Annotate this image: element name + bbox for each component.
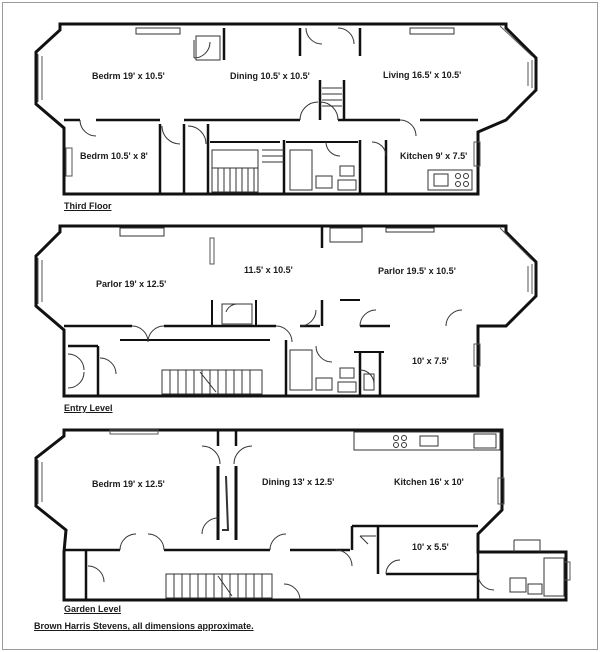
floor-title-entry: Entry Level — [64, 403, 113, 413]
room-label-garden-kitchen: Kitchen 16' x 10' — [394, 477, 464, 487]
room-label-third-living: Living 16.5' x 10.5' — [383, 70, 462, 80]
room-label-garden-small: 10' x 5.5' — [412, 542, 449, 552]
floor-title-third: Third Floor — [64, 201, 112, 211]
garden-level-plan — [34, 428, 571, 602]
room-label-third-kitchen: Kitchen 9' x 7.5' — [400, 151, 468, 161]
room-label-entry-parlor-1: Parlor 19' x 12.5' — [96, 279, 167, 289]
entry-level-plan — [34, 224, 538, 398]
room-label-garden-bedrm: Bedrm 19' x 12.5' — [92, 479, 165, 489]
credit-note: Brown Harris Stevens, all dimensions app… — [34, 621, 254, 631]
room-label-third-dining: Dining 10.5' x 10.5' — [230, 71, 310, 81]
room-label-entry-small: 10' x 7.5' — [412, 356, 449, 366]
third-floor-plan — [34, 22, 538, 196]
floor-title-garden: Garden Level — [64, 604, 122, 614]
room-label-garden-dining: Dining 13' x 12.5' — [262, 477, 335, 487]
room-label-third-bedrm-2: Bedrm 10.5' x 8' — [80, 151, 148, 161]
room-label-third-bedrm-1: Bedrm 19' x 10.5' — [92, 71, 165, 81]
room-label-entry-middle: 11.5' x 10.5' — [244, 265, 293, 275]
room-label-entry-parlor-2: Parlor 19.5' x 10.5' — [378, 266, 456, 276]
